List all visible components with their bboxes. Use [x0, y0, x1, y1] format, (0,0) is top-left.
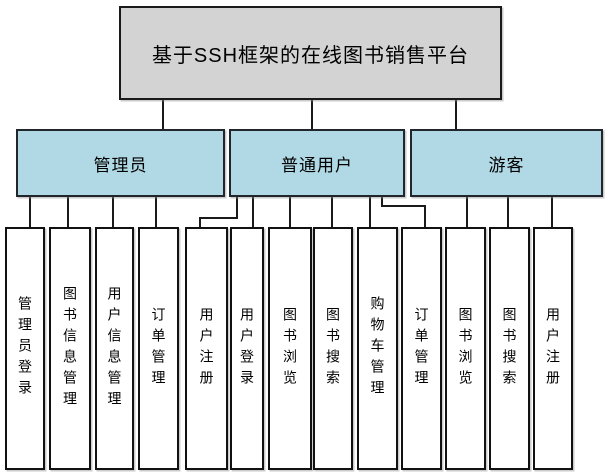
leaf-node-book-browse-guest: 图书浏览: [445, 227, 486, 470]
role-user-label: 普通用户: [281, 155, 353, 175]
leaf-node-cart-mgmt: 购物车管理: [357, 227, 398, 470]
leaf-node-book-info-mgmt: 图书信息管理: [49, 227, 91, 470]
leaf-node-order-mgmt-user: 订单管理: [401, 227, 442, 470]
role-node-user: 普通用户: [229, 129, 405, 197]
role-admin-label: 管理员: [93, 155, 148, 175]
leaf-node-book-search-user: 图书搜索: [313, 227, 353, 470]
leaf-label: 图书搜索: [325, 306, 341, 391]
connector-user-leaf10-elbow: [381, 197, 426, 228]
leaf-node-admin-login: 管理员登录: [5, 227, 45, 470]
leaf-label: 订单管理: [150, 306, 167, 391]
leaf-label: 图书浏览: [457, 306, 474, 391]
leaf-label: 图书浏览: [282, 306, 298, 391]
leaf-label: 用户注册: [198, 306, 215, 391]
leaf-label: 用户信息管理: [106, 285, 123, 412]
root-title-node: 基于SSH框架的在线图书销售平台: [119, 6, 502, 100]
leaf-node-book-browse-user: 图书浏览: [268, 227, 312, 470]
leaf-node-order-mgmt-admin: 订单管理: [138, 227, 179, 470]
role-guest-label: 游客: [488, 155, 525, 175]
leaf-label: 购物车管理: [369, 296, 386, 401]
leaf-label: 用户登录: [239, 306, 255, 391]
role-node-guest: 游客: [410, 129, 603, 197]
leaf-node-book-search-guest: 图书搜索: [489, 227, 530, 470]
leaf-label: 图书搜索: [501, 306, 518, 391]
leaf-label: 图书信息管理: [62, 285, 78, 412]
leaf-label: 管理员登录: [17, 296, 33, 401]
leaf-label: 用户注册: [545, 306, 561, 391]
leaf-node-user-info-mgmt: 用户信息管理: [95, 227, 134, 470]
root-title-label: 基于SSH框架的在线图书销售平台: [151, 44, 470, 67]
leaf-node-user-register: 用户注册: [185, 227, 228, 470]
leaf-node-user-register-guest: 用户注册: [533, 227, 573, 470]
role-node-admin: 管理员: [16, 129, 225, 197]
leaf-node-user-login: 用户登录: [230, 227, 264, 470]
leaf-label: 订单管理: [413, 306, 430, 391]
connector-user-leaf5-elbow: [199, 197, 238, 228]
